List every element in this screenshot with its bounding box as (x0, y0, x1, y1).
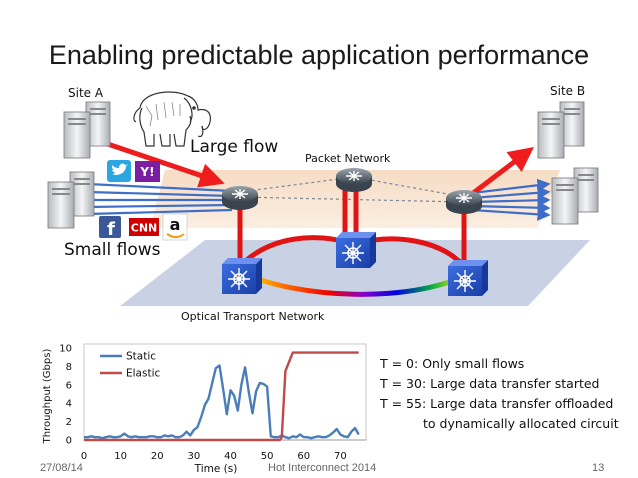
y-tick-label: 8 (66, 362, 72, 373)
small-flows-label: Small flows (64, 240, 161, 260)
chart-axes: 0 2 4 6 8 10 0 10 20 30 40 50 60 70 (59, 343, 367, 462)
svg-text:Y!: Y! (139, 165, 154, 179)
y-tick-label: 2 (66, 417, 72, 428)
router-icon (446, 190, 482, 214)
footer-date: 27/08/14 (40, 462, 83, 474)
site-b-label: Site B (550, 84, 586, 98)
router-icon (222, 186, 258, 210)
elephant-icon (133, 91, 211, 147)
optical-switch-icon (448, 260, 488, 296)
large-flow-arrow-out (462, 146, 534, 202)
series-line-elastic (84, 351, 359, 442)
x-tick-label: 40 (224, 451, 237, 462)
chart-series (84, 351, 360, 442)
wavelength-circuit (238, 269, 466, 297)
packet-network-label: Packet Network (305, 152, 391, 165)
x-tick-label: 20 (151, 451, 164, 462)
x-tick-label: 70 (334, 451, 347, 462)
amazon-icon: a (162, 213, 188, 241)
twitter-icon (107, 160, 131, 182)
note-line: T = 0: Only small flows (380, 356, 525, 371)
y-tick-label: 6 (66, 380, 72, 391)
optical-switch-icon (336, 232, 376, 268)
series-line-static (84, 364, 360, 440)
server-icon (551, 167, 599, 225)
legend-label: Static (126, 351, 156, 363)
x-tick-label: 50 (261, 451, 274, 462)
timeline-notes: T = 0: Only small flows T = 30: Large da… (380, 354, 619, 434)
y-axis-label: Throughput (Gbps) (42, 349, 53, 445)
site-a-label: Site A (68, 86, 104, 100)
svg-text:CNN: CNN (131, 222, 158, 235)
x-tick-label: 60 (297, 451, 310, 462)
server-icon (63, 101, 111, 159)
x-tick-label: 10 (114, 451, 127, 462)
legend-label: Elastic (126, 368, 160, 380)
x-tick-label: 0 (81, 451, 87, 462)
small-flow-lines (87, 178, 551, 221)
note-line: T = 30: Large data transfer started (380, 376, 600, 391)
footer-venue: Hot Interconnect 2014 (268, 462, 377, 474)
y-tick-label: 4 (66, 399, 72, 410)
y-tick-label: 10 (59, 344, 72, 355)
router-icon (336, 168, 372, 192)
footer-page-number: 13 (592, 462, 605, 474)
svg-text:a: a (170, 215, 181, 234)
optical-links (237, 184, 467, 266)
x-axis-label: Time (s) (194, 463, 238, 475)
packet-links (239, 176, 465, 203)
x-tick-label: 30 (188, 451, 201, 462)
optical-switch-icon (222, 258, 262, 294)
server-icon (47, 171, 95, 229)
slide-title: Enabling predictable application perform… (48, 40, 590, 70)
note-line: to dynamically allocated circuit (423, 416, 619, 431)
facebook-icon: f (99, 216, 121, 240)
yahoo-icon: Y! (135, 161, 160, 182)
large-flow-label: Large flow (190, 137, 279, 157)
server-icon (537, 101, 585, 159)
y-tick-label: 0 (66, 436, 72, 447)
cnn-icon: CNN (129, 218, 159, 236)
optical-network-label: Optical Transport Network (181, 310, 325, 323)
svg-text:f: f (107, 219, 115, 240)
note-line: T = 55: Large data transfer offloaded (380, 396, 614, 411)
